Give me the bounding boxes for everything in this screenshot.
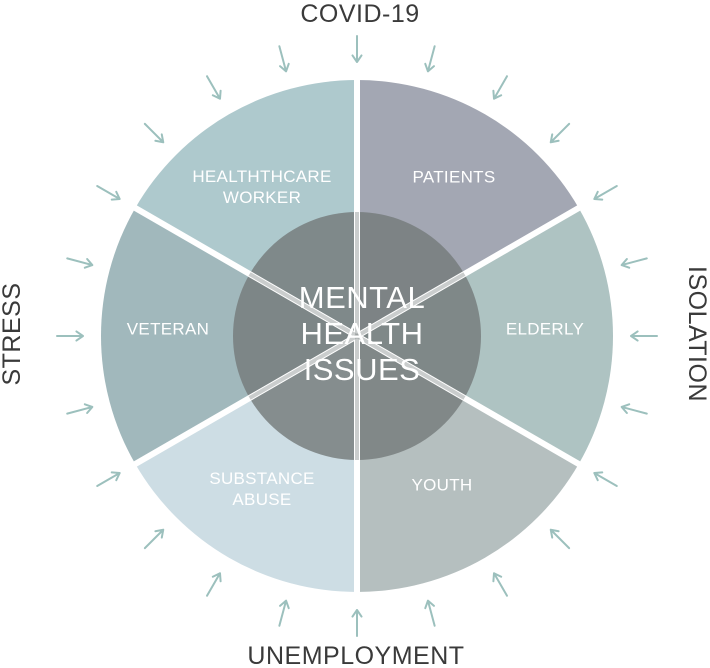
arrow-ring: [56, 35, 658, 637]
inward-arrow-icon: [630, 330, 658, 342]
inward-arrow-icon: [66, 403, 94, 415]
center-divider: [248, 272, 359, 338]
inward-arrow-icon: [620, 403, 648, 415]
segment-label-substance-abuse: ABUSE: [232, 490, 291, 509]
segment-dividers: [132, 78, 582, 594]
segment-label-patients: PATIENTS: [412, 167, 495, 186]
segment-label-youth: YOUTH: [412, 475, 473, 494]
outer-label-right: ISOLATION: [683, 266, 710, 402]
inward-arrow-icon: [66, 257, 94, 269]
segment-divider: [355, 333, 582, 468]
inward-arrow-icon: [278, 599, 290, 627]
inward-arrow-icon: [593, 471, 618, 487]
segment-label-elderly: ELDERLY: [506, 319, 584, 338]
inward-arrow-icon: [143, 122, 165, 144]
segment-label-healthcare-worker: HEALTHTHCARE: [192, 167, 331, 186]
outer-label-bottom: UNEMPLOYMENT: [247, 642, 464, 668]
inward-arrow-icon: [424, 599, 436, 627]
segment-label-substance-abuse: SUBSTANCE: [209, 469, 314, 488]
inward-arrow-icon: [206, 75, 222, 100]
segment-veteran: [101, 208, 357, 464]
center-divider: [248, 334, 359, 400]
inward-arrow-icon: [549, 122, 571, 144]
inward-arrow-icon: [278, 45, 290, 73]
center-divider: [355, 334, 466, 400]
inward-arrow-icon: [593, 185, 618, 201]
outer-label-top: COVID-19: [300, 0, 419, 28]
segment-divider: [132, 204, 359, 339]
segment-label-healthcare-worker: WORKER: [223, 188, 301, 207]
segment-label-veteran: VETERAN: [127, 319, 209, 338]
inward-arrow-icon: [424, 45, 436, 73]
inward-arrow-icon: [549, 528, 571, 550]
segment-elderly: [357, 208, 613, 464]
inward-arrow-icon: [56, 330, 84, 342]
segment-labels: HEALTHTHCARE WORKER PATIENTS ELDERLY YOUTH SU…: [127, 167, 584, 509]
center-divider: [355, 272, 466, 338]
inward-arrow-icon: [96, 471, 121, 487]
inward-arrow-icon: [143, 528, 165, 550]
inward-arrow-icon: [351, 35, 363, 63]
inward-arrow-icon: [492, 75, 508, 100]
outer-label-left: STRESS: [0, 282, 26, 385]
center-label-line: MENTAL: [299, 280, 425, 315]
inward-arrow-icon: [492, 572, 508, 597]
center-label-line: HEALTH: [300, 316, 423, 351]
inward-arrow-icon: [620, 257, 648, 269]
inward-arrow-icon: [206, 572, 222, 597]
inward-arrow-icon: [351, 609, 363, 637]
segment-divider: [132, 333, 359, 468]
segment-divider: [355, 204, 582, 339]
center-label-line: ISSUES: [304, 352, 421, 387]
inward-arrow-icon: [96, 185, 121, 201]
